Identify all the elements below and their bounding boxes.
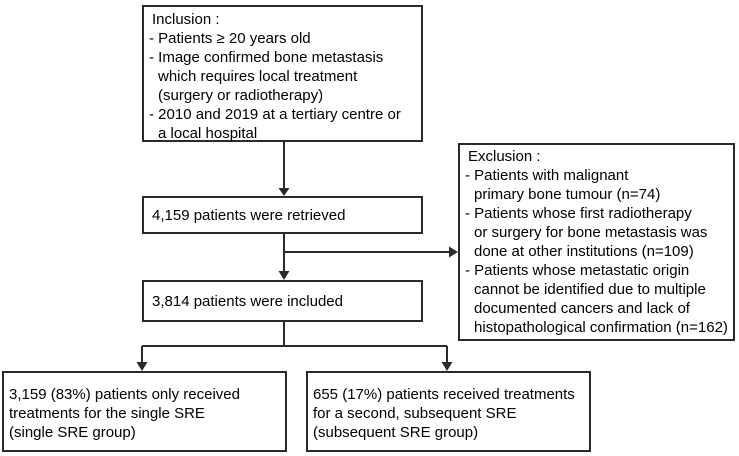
subsequent-sre-line: 655 (17%) patients received treatments	[313, 386, 575, 403]
exclusion-criterion-line: cannot be identified due to multiple	[474, 281, 706, 298]
exclusion-criteria-box: Exclusion : - Patients with malignant pr…	[458, 143, 735, 341]
single-sre-group-box: 3,159 (83%) patients only received treat…	[2, 371, 287, 452]
subsequent-sre-group-box: 655 (17%) patients received treatments f…	[306, 371, 591, 452]
single-sre-line: 3,159 (83%) patients only received	[9, 386, 240, 403]
exclusion-criterion-line: primary bone tumour (n=74)	[474, 186, 661, 203]
arrowhead-to-exclusion	[449, 246, 458, 258]
exclusion-criterion-line: done at other institutions (n=109)	[474, 243, 694, 260]
inclusion-criterion-line: - Image confirmed bone metastasis	[149, 49, 384, 66]
patients-retrieved-text: 4,159 patients were retrieved	[152, 206, 346, 224]
arrowhead-to-subsequent-sre	[441, 362, 453, 371]
patients-retrieved-box: 4,159 patients were retrieved	[142, 196, 423, 234]
patients-included-text: 3,814 patients were included	[152, 292, 343, 310]
exclusion-criterion-line: - Patients whose metastatic origin	[465, 262, 690, 279]
inclusion-criterion-line: (surgery or radiotherapy)	[158, 87, 324, 104]
exclusion-criterion-line: - Patients whose first radiotherapy	[465, 205, 692, 222]
arrowhead-inclusion-to-retrieved	[278, 188, 290, 196]
exclusion-heading: Exclusion :	[468, 148, 541, 165]
inclusion-heading: Inclusion :	[152, 11, 220, 28]
exclusion-criterion-line: documented cancers and lack of	[474, 300, 690, 317]
exclusion-criterion-line: or surgery for bone metastasis was	[474, 224, 708, 241]
single-sre-line: treatments for the single SRE	[9, 405, 205, 422]
patients-included-box: 3,814 patients were included	[142, 280, 423, 322]
inclusion-criterion-line: a local hospital	[158, 125, 258, 142]
arrowhead-retrieved-to-included	[278, 271, 290, 280]
exclusion-criterion-line: histopathological confirmation (n=162)	[474, 319, 728, 336]
inclusion-criteria-box: Inclusion : - Patients ≥ 20 years old - …	[142, 5, 423, 142]
inclusion-criterion-line: - 2010 and 2019 at a tertiary centre or	[149, 106, 401, 123]
inclusion-criterion-line: - Patients ≥ 20 years old	[149, 30, 311, 47]
inclusion-criterion-line: which requires local treatment	[158, 68, 358, 85]
single-sre-line: (single SRE group)	[9, 424, 136, 441]
subsequent-sre-line: (subsequent SRE group)	[313, 424, 479, 441]
arrowhead-to-single-sre	[136, 362, 148, 371]
exclusion-criterion-line: - Patients with malignant	[465, 167, 629, 184]
subsequent-sre-line: for a second, subsequent SRE	[313, 405, 517, 422]
